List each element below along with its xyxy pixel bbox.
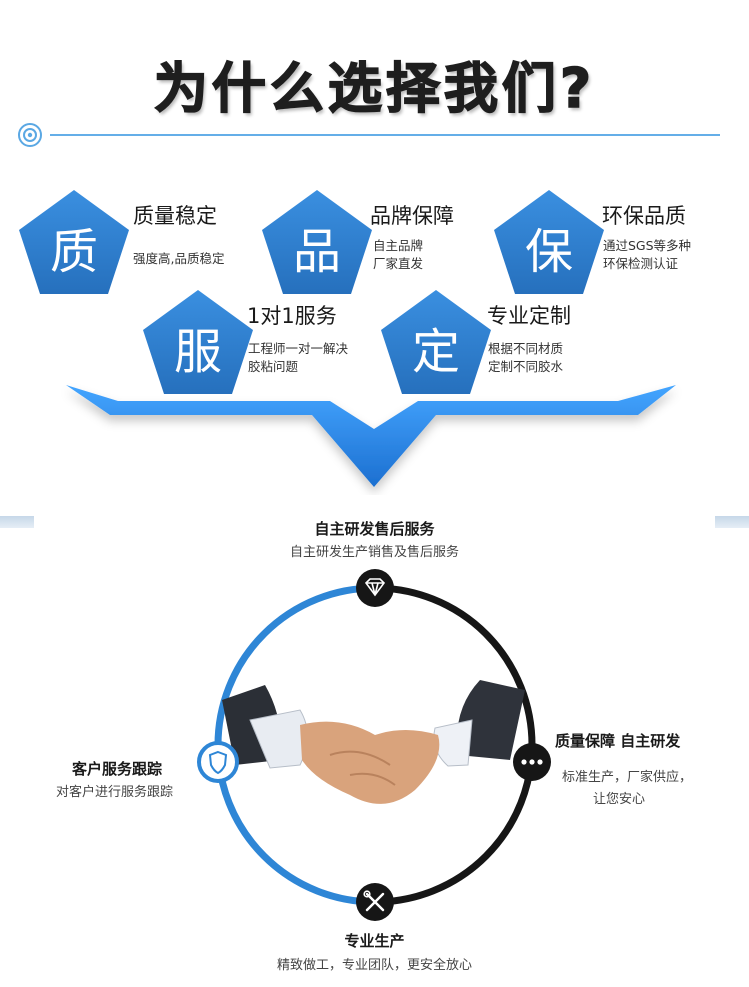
- feature-desc-line: 通过SGS等多种: [603, 238, 692, 253]
- feature-pentagon-quality: 质: [19, 190, 129, 294]
- feature-pentagon-brand: 品: [262, 190, 372, 294]
- feature-title: 质量稳定: [133, 204, 217, 228]
- feature-desc-line: 胶粘问题: [248, 359, 299, 374]
- handshake-image: [222, 680, 525, 804]
- chevron-banner: [66, 385, 676, 487]
- feature-pentagon-service: 服: [143, 290, 253, 394]
- feature-desc-line: 自主品牌: [373, 238, 424, 253]
- top-node: [356, 569, 394, 607]
- right-node: [513, 743, 551, 781]
- feature-pentagon-custom: 定: [381, 290, 491, 394]
- feature-desc-line: 定制不同胶水: [488, 359, 564, 374]
- feature-char: 品: [292, 224, 341, 280]
- right-node-desc: 标准生产，厂家供应，: [562, 770, 693, 785]
- feature-char: 定: [411, 324, 460, 380]
- page-title: 为什么选择我们?: [153, 56, 596, 121]
- feature-title: 专业定制: [487, 304, 571, 328]
- bottom-node: [356, 883, 394, 921]
- right-node-desc: 让您安心: [593, 792, 646, 807]
- top-node-desc: 自主研发生产销售及售后服务: [289, 545, 459, 560]
- feature-pentagon-eco: 保: [494, 190, 604, 294]
- target-icon: [18, 123, 42, 147]
- feature-char: 质: [49, 224, 98, 280]
- right-node-title: 质量保障 自主研发: [555, 732, 681, 750]
- feature-desc-line: 厂家直发: [373, 256, 424, 271]
- feature-desc-line: 工程师一对一解决: [248, 341, 349, 356]
- feature-desc-line: 强度高,品质稳定: [133, 251, 225, 266]
- shield-icon: [208, 750, 228, 775]
- edge-bar-right: [715, 516, 749, 528]
- edge-bar-left: [0, 516, 34, 528]
- service-ring: [197, 569, 551, 921]
- left-node-desc: 对客户进行服务跟踪: [56, 785, 174, 800]
- more-dots-icon: [521, 759, 543, 765]
- diamond-icon: [364, 578, 386, 597]
- feature-char: 保: [524, 224, 573, 280]
- feature-desc-line: 环保检测认证: [603, 256, 679, 271]
- feature-title: 1对1服务: [247, 304, 337, 328]
- header-divider: [50, 134, 720, 136]
- tools-icon: [363, 890, 385, 912]
- feature-char: 服: [173, 324, 222, 380]
- bottom-node-desc: 精致做工，专业团队，更安全放心: [276, 958, 472, 973]
- feature-desc-line: 根据不同材质: [488, 341, 564, 356]
- left-node: [197, 741, 239, 783]
- feature-title: 品牌保障: [370, 204, 454, 228]
- bottom-node-title: 专业生产: [344, 932, 405, 950]
- feature-title: 环保品质: [602, 204, 686, 228]
- left-node-title: 客户服务跟踪: [72, 760, 163, 778]
- top-node-title: 自主研发售后服务: [314, 520, 435, 538]
